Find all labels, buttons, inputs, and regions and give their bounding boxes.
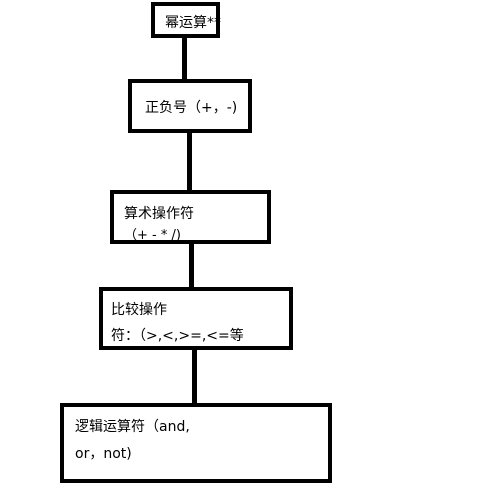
connector-arithmetic-to-comparison	[189, 242, 194, 290]
node-comparison-label-line2: 符：（>,<,>=,<=等	[111, 328, 244, 344]
node-comparison: 比较操作 符：（>,<,>=,<=等	[99, 287, 293, 350]
node-logical: 逻辑运算符（and, or，not)	[60, 403, 332, 483]
node-sign: 正负号（+，-)	[128, 79, 252, 133]
node-logical-label-line2: or，not)	[75, 446, 132, 462]
node-comparison-label-line1: 比较操作	[111, 302, 167, 318]
connector-power-to-sign	[182, 34, 187, 82]
connector-comparison-to-logical	[192, 347, 197, 407]
node-arithmetic: 算术操作符 （+ - * /)	[110, 190, 271, 244]
node-arithmetic-label-line1: 算术操作符	[124, 206, 194, 222]
node-power-label: 幂运算**	[165, 15, 221, 31]
node-arithmetic-label-line2: （+ - * /)	[124, 228, 181, 243]
connector-sign-to-arithmetic	[187, 131, 192, 193]
node-logical-label-line1: 逻辑运算符（and,	[75, 419, 190, 435]
node-sign-label: 正负号（+，-)	[145, 100, 238, 116]
node-power: 幂运算**	[151, 2, 221, 38]
